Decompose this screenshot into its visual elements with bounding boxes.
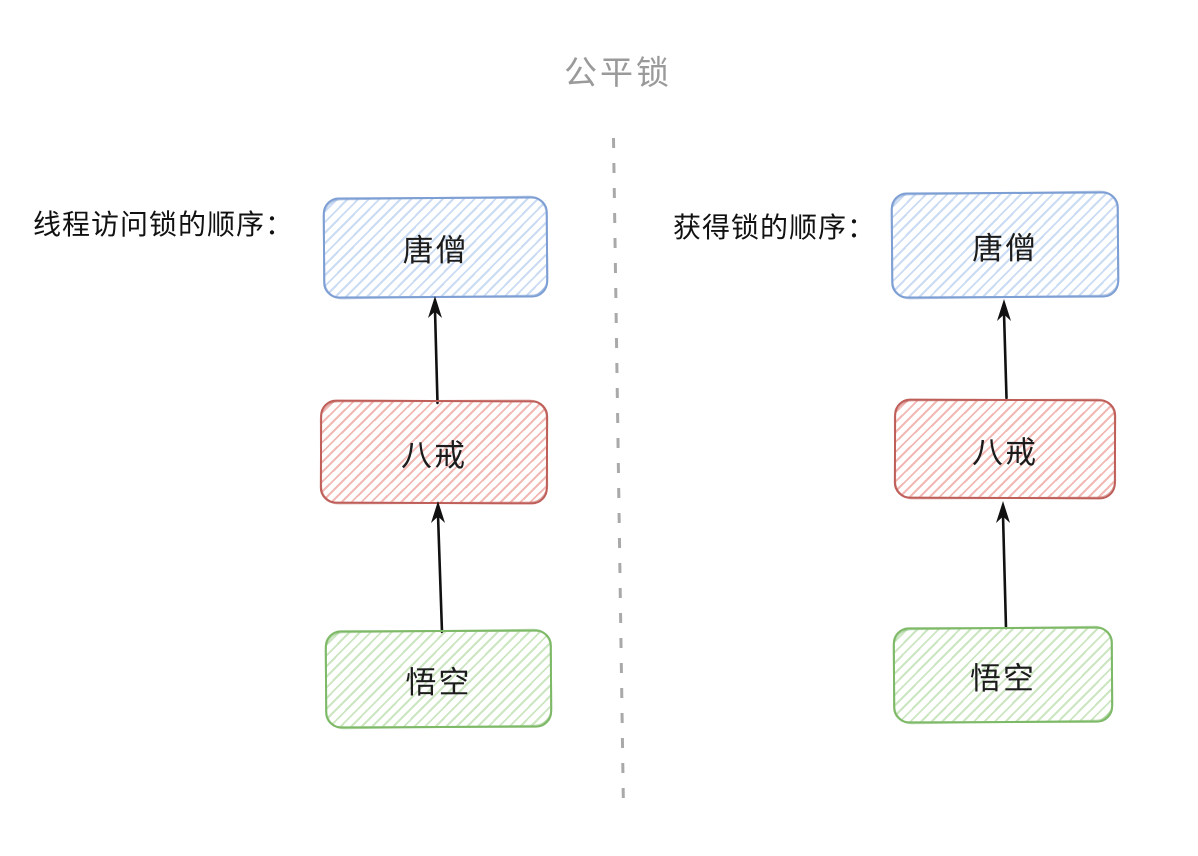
right-node-tangseng: 唐僧 — [890, 191, 1120, 299]
right-arrow-wukong-to-bajie-icon — [996, 501, 1010, 630]
right-node-wukong: 悟空 — [892, 626, 1114, 724]
node-label: 八戒 — [400, 437, 468, 473]
right-arrow-bajie-to-tangseng-icon — [997, 299, 1011, 400]
left-section-label: 线程访问锁的顺序： — [33, 209, 295, 240]
left-node-wukong: 悟空 — [324, 629, 553, 729]
left-arrow-wukong-to-bajie-icon — [431, 501, 445, 634]
node-label: 八戒 — [971, 434, 1039, 470]
center-dashed-divider — [612, 137, 625, 800]
node-label: 唐僧 — [971, 230, 1039, 266]
node-label: 悟空 — [405, 664, 472, 700]
right-node-bajie: 八戒 — [893, 398, 1117, 500]
left-arrow-bajie-to-tangseng-icon — [428, 296, 442, 405]
node-label: 悟空 — [969, 660, 1037, 696]
diagram-title: 公平锁 — [564, 54, 672, 91]
node-label: 唐僧 — [402, 232, 469, 269]
left-node-bajie: 八戒 — [319, 399, 549, 505]
right-section-label: 获得锁的顺序： — [673, 212, 877, 243]
left-node-tangseng: 唐僧 — [322, 196, 549, 299]
